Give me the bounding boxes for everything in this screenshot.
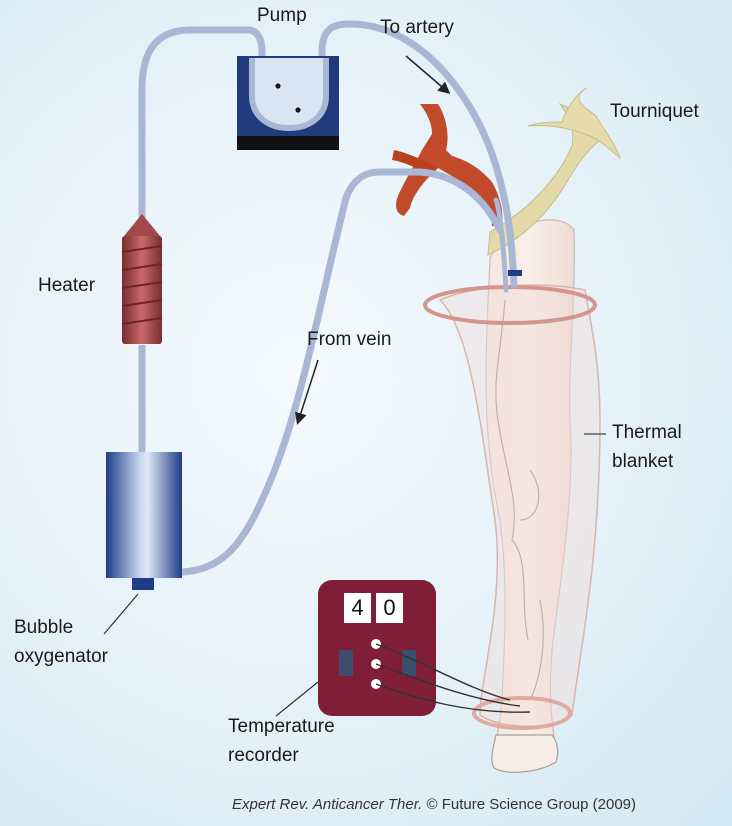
label-thermal-blanket-line1: Thermal — [612, 422, 682, 443]
bubble-oxygenator-icon — [106, 452, 182, 590]
label-thermal-blanket-line2: blanket — [612, 451, 674, 472]
to-artery-arrow — [405, 55, 451, 94]
label-pump: Pump — [257, 5, 307, 26]
label-bubble-oxygenator-line2: oxygenator — [14, 646, 109, 667]
tube-vein-to-oxygenator — [178, 168, 504, 576]
pump-icon — [237, 56, 339, 150]
from-vein-arrow — [295, 359, 319, 425]
recorder-digit-1: 4 — [344, 593, 371, 623]
heater-icon — [121, 214, 163, 344]
label-tourniquet: Tourniquet — [610, 101, 699, 122]
caption-copyright: © Future Science Group (2009) — [426, 796, 637, 813]
tourniquet-tail — [527, 87, 622, 160]
foot — [491, 734, 559, 773]
leg-veins — [495, 299, 544, 701]
probe-wires — [375, 643, 531, 713]
caption-journal: Expert Rev. Anticancer Ther. — [232, 796, 423, 813]
tube-heater-to-pump — [138, 26, 266, 229]
thermal-blanket — [438, 284, 601, 727]
artery — [396, 104, 503, 226]
tube-artery-return — [493, 197, 509, 293]
cannula-marker — [508, 270, 522, 276]
blanket-lower-ring — [472, 696, 572, 730]
label-from-vein: From vein — [307, 329, 392, 350]
label-bubble-oxygenator-line1: Bubble — [14, 617, 74, 638]
temperature-recorder-leader — [275, 681, 319, 717]
tube-pump-to-artery — [318, 20, 518, 289]
blanket-upper-ring — [423, 285, 597, 325]
label-heater: Heater — [38, 275, 96, 296]
bubble-oxygenator-leader — [103, 593, 139, 635]
recorder-digit-2: 0 — [376, 593, 403, 623]
figure-caption: Expert Rev. Anticancer Ther. © Future Sc… — [232, 796, 636, 813]
label-temperature-recorder-line2: recorder — [228, 745, 299, 766]
label-temperature-recorder-line1: Temperature — [228, 716, 335, 737]
label-to-artery: To artery — [380, 17, 454, 38]
